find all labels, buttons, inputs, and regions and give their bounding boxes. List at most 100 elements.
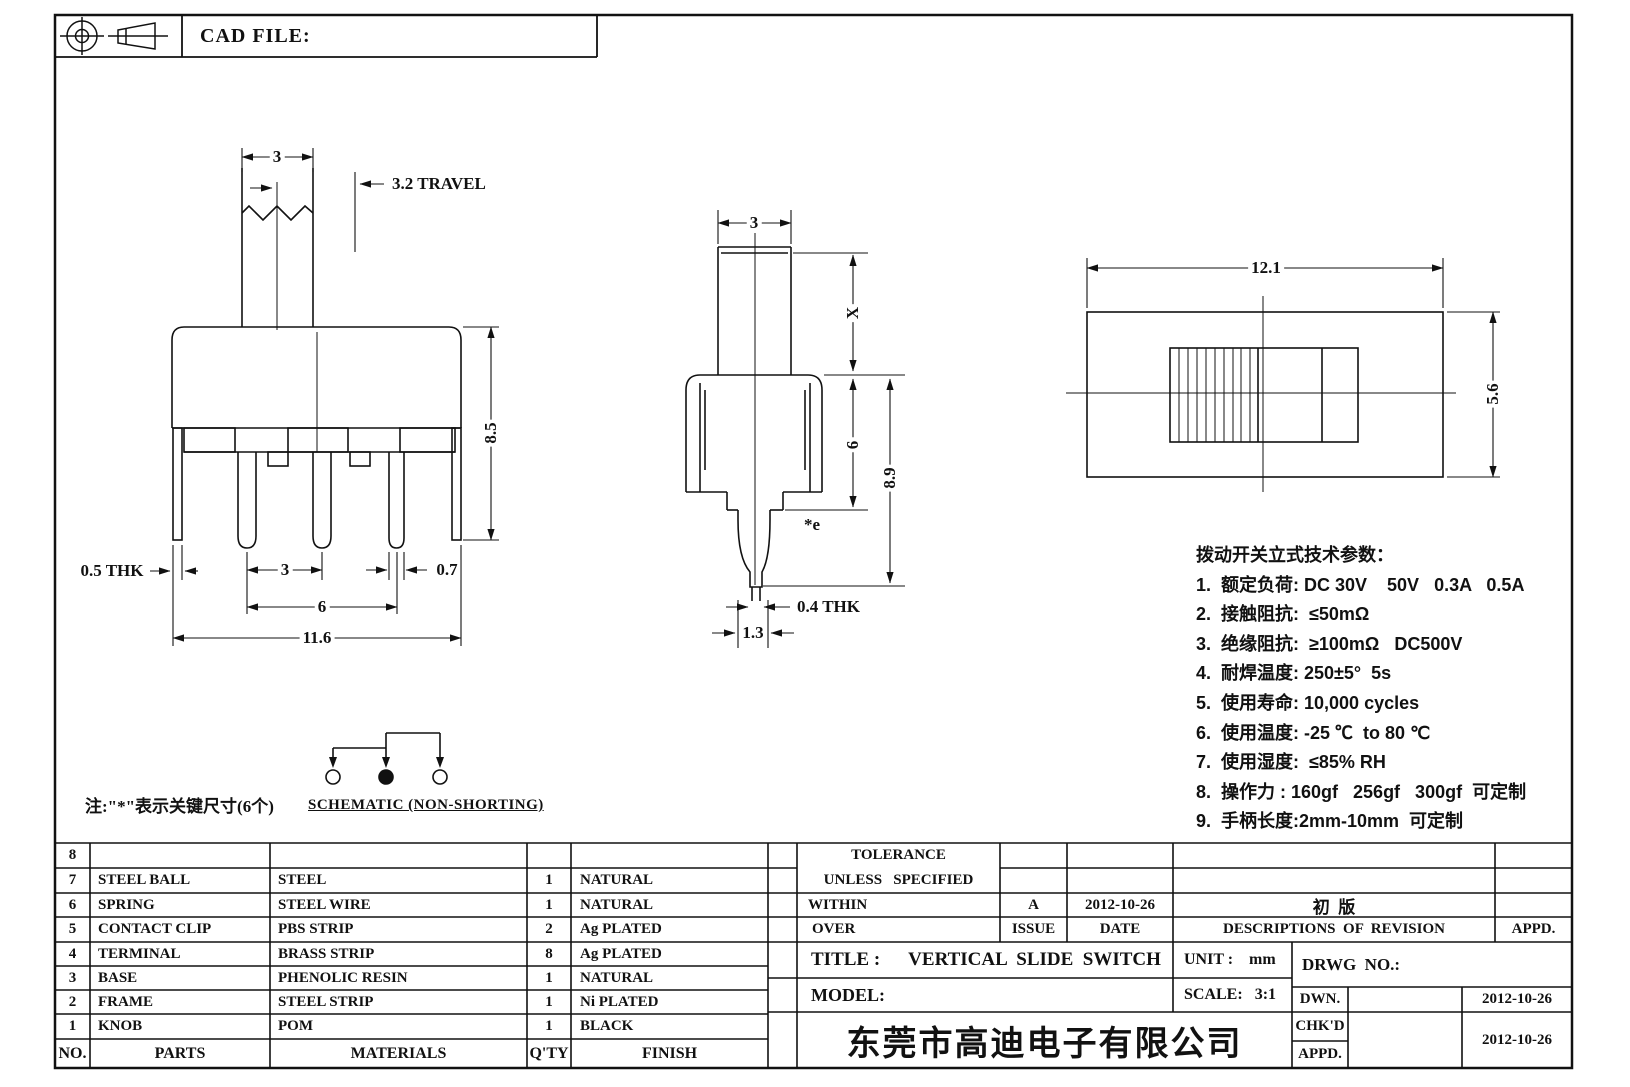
parts-row-no: 3 <box>68 969 77 986</box>
unit-label: UNIT : <box>1184 951 1234 968</box>
unit-value: mm <box>1249 951 1276 968</box>
dwn-date: 2012-10-26 <box>1482 991 1552 1007</box>
parts-row-material: BRASS STRIP <box>278 945 375 962</box>
parts-row-material: STEEL STRIP <box>278 993 374 1010</box>
parts-row-material: PHENOLIC RESIN <box>278 969 408 986</box>
side-view <box>685 210 905 648</box>
spec-item: 5. 使用寿命: 10,000 cycles <box>1196 692 1420 713</box>
dim-front-frame-thk: 0.5 THK <box>77 561 147 581</box>
parts-row-no: 1 <box>68 1018 77 1034</box>
parts-row-part: KNOB <box>98 1018 143 1034</box>
dim-top-total-depth: 5.6 <box>1483 380 1503 408</box>
dim-front-travel: 3.2 TRAVEL <box>390 174 488 194</box>
title-value: VERTICAL SLIDE SWITCH <box>908 949 1161 970</box>
parts-row-finish: BLACK <box>580 1018 634 1034</box>
parts-row-part: STEEL BALL <box>98 872 191 888</box>
chkd-label: CHK'D <box>1295 1018 1345 1034</box>
parts-row-part: BASE <box>98 969 138 986</box>
parts-row-no: 5 <box>68 921 77 937</box>
dim-front-pin-pitch: 3 <box>277 560 293 580</box>
company-name: 东莞市高迪电子有限公司 <box>846 1024 1243 1063</box>
parts-row-qty: 1 <box>545 872 553 888</box>
parts-row-finish: NATURAL <box>580 872 654 888</box>
revision-date-label: DATE <box>1099 921 1141 937</box>
projection-symbol-icon <box>60 17 168 55</box>
revision-description-label: DESCRIPTIONS OF REVISION <box>1223 921 1445 937</box>
dim-front-total-width: 11.6 <box>299 628 335 648</box>
dim-side-body-height: 6 <box>843 437 863 453</box>
spec-item: 8. 操作力 : 160gf 256gf 300gf 可定制 <box>1196 781 1527 802</box>
spec-item: 6. 使用温度: -25 ℃ to 80 ℃ <box>1196 722 1431 743</box>
revision-issue-value: A <box>1028 896 1039 913</box>
chkd-appd-date: 2012-10-26 <box>1482 1031 1552 1048</box>
model-label: MODEL: <box>811 984 885 1005</box>
parts-row-part: TERMINAL <box>98 945 181 962</box>
parts-row-material: STEEL WIRE <box>278 896 371 913</box>
dim-side-knob-height: X <box>843 303 863 323</box>
schematic-caption: SCHEMATIC (NON-SHORTING) <box>308 797 544 813</box>
parts-row-part: SPRING <box>98 896 155 913</box>
dim-side-total-height: 8.9 <box>880 464 900 492</box>
key-dimension-note: 注:"*"表示关键尺寸(6个) <box>85 797 274 816</box>
parts-header-parts: PARTS <box>154 1044 206 1062</box>
dim-side-pin-thk: 0.4 THK <box>795 597 862 617</box>
parts-row-qty: 1 <box>545 896 553 913</box>
parts-row-material: STEEL <box>278 872 327 888</box>
dim-side-tip-width: 1.3 <box>739 623 767 643</box>
dim-front-body-height: 8.5 <box>481 419 501 447</box>
tolerance-line1: TOLERANCE <box>851 847 946 863</box>
parts-row-part: CONTACT CLIP <box>98 921 212 937</box>
scale-value: 3:1 <box>1254 986 1277 1003</box>
title-row: TITLE : VERTICAL SLIDE SWITCH <box>811 942 1171 978</box>
parts-row-finish: NATURAL <box>580 896 654 913</box>
tolerance-over: OVER <box>812 921 856 937</box>
tolerance-within: WITHIN <box>808 896 868 913</box>
sheet-border <box>53 13 1574 1070</box>
parts-row-material: PBS STRIP <box>278 921 354 937</box>
parts-row-finish: Ag PLATED <box>580 921 662 937</box>
tech-specs-title: 拨动开关立式技术参数： <box>1196 545 1394 565</box>
parts-row-qty: 1 <box>545 993 553 1010</box>
tolerance-line2: UNLESS SPECIFIED <box>823 872 974 888</box>
dim-front-knob-width: 3 <box>269 147 285 167</box>
spec-item: 1. 额定负荷: DC 30V 50V 0.3A 0.5A <box>1196 574 1525 595</box>
parts-header-finish: FINISH <box>641 1044 698 1062</box>
scale-label: SCALE: <box>1184 986 1243 1003</box>
parts-row-qty: 1 <box>545 969 553 986</box>
spec-item: 7. 使用湿度: ≤85% RH <box>1196 752 1386 773</box>
spec-item: 4. 耐焊温度: 250±5° 5s <box>1196 663 1392 684</box>
parts-header-materials: MATERIALS <box>350 1044 447 1062</box>
revision-description-value: 初 版 <box>1312 897 1356 917</box>
parts-row-finish: Ag PLATED <box>580 945 662 962</box>
parts-row-qty: 8 <box>545 945 553 962</box>
schematic-symbol <box>325 732 448 785</box>
dim-front-pin-width: 0.7 <box>433 560 461 580</box>
drwg-no-label: DRWG NO.: <box>1302 954 1401 974</box>
parts-row-qty: 1 <box>545 1018 553 1034</box>
appd-label: APPD. <box>1298 1046 1342 1062</box>
top-view <box>1066 258 1500 492</box>
parts-row-no: 7 <box>68 872 77 888</box>
parts-row-no: 8 <box>68 847 77 863</box>
dim-front-pin-span: 6 <box>314 597 330 617</box>
spec-item: 3. 绝缘阻抗: ≥100mΩ DC500V <box>1196 633 1463 654</box>
spec-item: 9. 手柄长度:2mm-10mm 可定制 <box>1196 811 1464 832</box>
spec-item: 2. 接触阻抗: ≤50mΩ <box>1196 604 1370 625</box>
revision-date-value: 2012-10-26 <box>1085 896 1155 913</box>
cad-file-label: CAD FILE: <box>200 24 311 47</box>
dwn-label: DWN. <box>1299 991 1341 1007</box>
table-grid <box>55 842 1572 1068</box>
title-label: TITLE : <box>811 949 881 970</box>
parts-row-no: 4 <box>68 945 77 962</box>
parts-row-finish: Ni PLATED <box>580 993 659 1010</box>
parts-row-qty: 2 <box>545 921 553 937</box>
parts-row-material: POM <box>278 1018 313 1034</box>
dim-side-key: *e <box>800 515 824 535</box>
revision-appd-label: APPD. <box>1511 921 1556 937</box>
parts-row-no: 2 <box>68 993 77 1010</box>
tech-specs: 拨动开关立式技术参数： 1. 额定负荷: DC 30V 50V 0.3A 0.5… <box>1196 541 1526 837</box>
parts-header-no: NO. <box>58 1044 87 1062</box>
parts-row-finish: NATURAL <box>580 969 654 986</box>
